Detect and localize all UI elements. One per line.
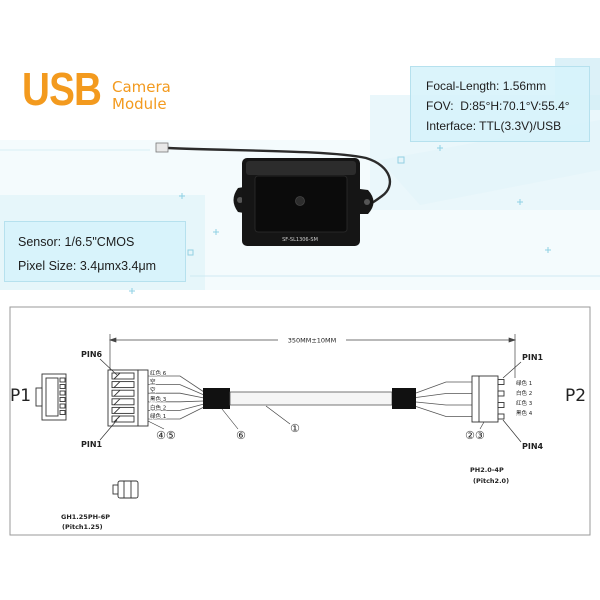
left-pin-top-label: PIN6 bbox=[81, 350, 103, 359]
left-wires bbox=[148, 375, 205, 420]
length-label: 350MM±10MM bbox=[288, 337, 337, 345]
optics-spec-box: Focal-Length: 1.56mm FOV: D:85°H:70.1°V:… bbox=[410, 66, 590, 142]
callout-6-leader bbox=[221, 408, 239, 430]
sensor-spec-box: Sensor: 1/6.5"CMOS Pixel Size: 3.4μmx3.4… bbox=[4, 221, 186, 282]
focal-length-spec: Focal-Length: 1.56mm bbox=[426, 79, 547, 93]
p2-label: P2 bbox=[565, 386, 586, 406]
left-wire-label: 绿色 1 bbox=[150, 412, 166, 420]
right-wire-labels: 绿色 1 白色 2 红色 3 黑色 4 bbox=[515, 378, 533, 418]
callout-1-leader bbox=[265, 405, 291, 425]
left-wire-label: 空 bbox=[150, 386, 156, 394]
right-pin-bottom-leader bbox=[502, 419, 522, 443]
callout-1: ① bbox=[290, 422, 300, 435]
gh-connector-model: GH1.25PH-6P bbox=[61, 513, 110, 521]
right-wire-label: 白色 2 bbox=[516, 389, 532, 397]
left-wire-labels: 红色 6 空 空 黑色 3 白色 2 绿色 1 bbox=[149, 368, 167, 421]
right-heat-shrink bbox=[392, 388, 416, 409]
left-wire-label: 黑色 3 bbox=[150, 395, 167, 403]
p1-label: P1 bbox=[10, 386, 31, 406]
callout-6: ⑥ bbox=[236, 429, 246, 442]
pixel-size-spec: Pixel Size: 3.4μmx3.4μm bbox=[18, 259, 157, 273]
gh-connector-pitch: (Pitch1.25) bbox=[62, 523, 103, 531]
right-mount-hole bbox=[364, 199, 370, 205]
left-mount-hole bbox=[237, 197, 243, 203]
camera-top-face bbox=[246, 161, 356, 175]
cable-connector bbox=[155, 142, 169, 153]
plus-marks bbox=[129, 145, 551, 294]
fov-spec: FOV: D:85°H:70.1°V:55.4° bbox=[426, 99, 570, 113]
cable-diagram: 350MM±10MM P1 bbox=[9, 306, 591, 536]
title-module: Module bbox=[112, 95, 167, 113]
interface-spec: Interface: TTL(3.3V)/USB bbox=[426, 119, 562, 133]
p1-plug bbox=[35, 373, 67, 421]
left-pin-bottom-label: PIN1 bbox=[81, 440, 103, 449]
left-wire-label: 红色 6 bbox=[150, 369, 167, 377]
right-wires bbox=[415, 381, 472, 417]
left-heat-shrink bbox=[203, 388, 230, 409]
right-pin-top-label: PIN1 bbox=[522, 353, 544, 362]
camera-cable bbox=[167, 146, 392, 206]
left-wire-label: 空 bbox=[150, 378, 156, 386]
right-wire-label: 红色 3 bbox=[516, 399, 533, 407]
right-wire-label: 绿色 1 bbox=[516, 379, 532, 387]
camera-module: SF-SL1306-SM bbox=[155, 142, 392, 246]
ph-connector-model: PH2.0-4P bbox=[470, 466, 504, 474]
callout-2-3-leader bbox=[479, 421, 485, 430]
right-wire-label: 黑色 4 bbox=[516, 409, 533, 417]
right-pin-bottom-label: PIN4 bbox=[522, 442, 544, 451]
dimension-text-bg bbox=[278, 335, 346, 344]
left-wire-label: 白色 2 bbox=[150, 403, 166, 411]
gh-housing-icon bbox=[112, 480, 139, 499]
title-usb: USB bbox=[22, 63, 102, 115]
camera-lens bbox=[295, 196, 305, 206]
left-pin-bottom-leader bbox=[99, 419, 118, 441]
cable-jacket bbox=[229, 391, 393, 406]
diagram-frame bbox=[9, 306, 591, 536]
camera-model-label: SF-SL1306-SM bbox=[282, 237, 318, 243]
callout-2-3: ②③ bbox=[465, 429, 485, 442]
ph-connector-pitch: (Pitch2.0) bbox=[473, 477, 509, 485]
left-pin-top-leader bbox=[99, 358, 118, 376]
gh-connector bbox=[107, 369, 149, 427]
callout-4-5: ④⑤ bbox=[156, 429, 176, 442]
title-camera: Camera bbox=[112, 78, 171, 96]
callout-4-5-leader bbox=[147, 420, 165, 430]
sensor-spec: Sensor: 1/6.5"CMOS bbox=[18, 235, 135, 249]
ph-connector bbox=[471, 375, 505, 423]
right-pin-top-leader bbox=[502, 361, 522, 379]
